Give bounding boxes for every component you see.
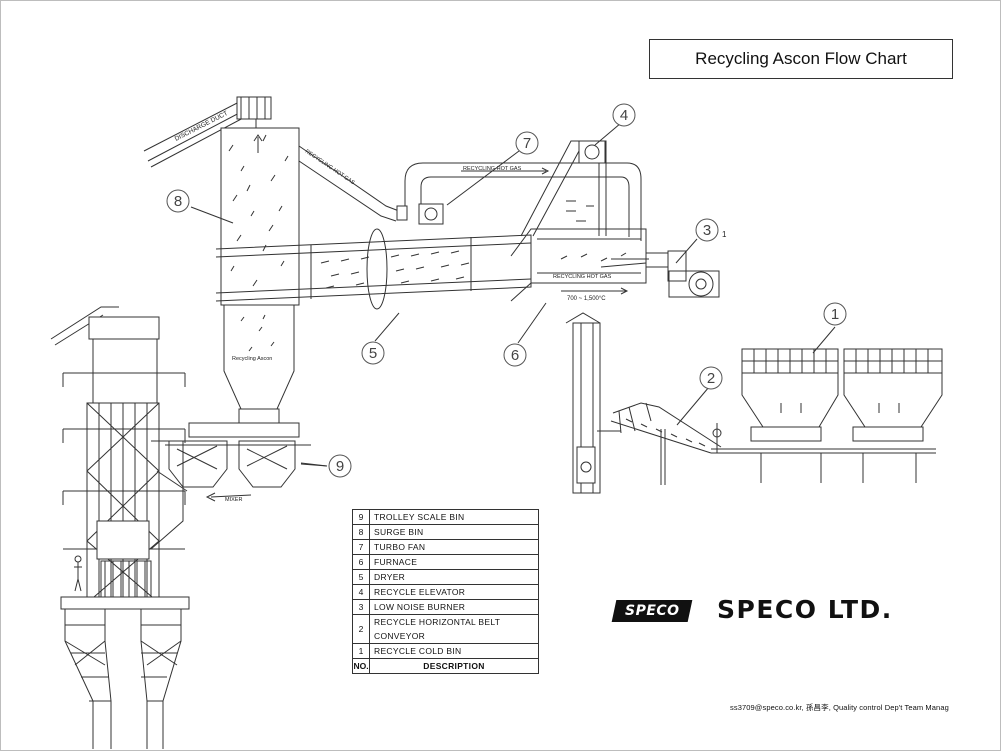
mixer-label: MIXER — [225, 497, 242, 503]
furnace: RECYCLING HOT GAS 700 ~ 1,500°C — [510, 228, 647, 302]
callout-1: 1 — [823, 302, 847, 326]
speco-logo-text: SPECO — [624, 603, 680, 619]
svg-text:6: 6 — [511, 347, 519, 364]
low-noise-burner — [600, 250, 720, 298]
contact-line: ss3709@speco.co.kr, 孫昌李, Quality control… — [730, 703, 949, 712]
callout-8: 8 — [166, 189, 190, 213]
speco-logo: SPECO — [611, 600, 693, 622]
surge-bin: Recycling Ascon — [220, 127, 300, 424]
legend-row-description: LOW NOISE BURNER — [369, 599, 539, 615]
legend-row-no: 5 — [352, 569, 370, 585]
callout-7: 7 — [515, 131, 539, 155]
legend-row-no: 8 — [352, 524, 370, 540]
recycle-belt-conveyor — [610, 402, 936, 485]
legend-header-row: NO. DESCRIPTION — [352, 658, 539, 674]
legend-row-no: 9 — [352, 509, 370, 525]
right-bucket-elevator — [565, 312, 621, 494]
svg-text:9: 9 — [336, 458, 344, 475]
recycling-hot-gas-duct: RECYCLING HOT GAS — [298, 145, 400, 222]
legend-row-description: FURNACE — [369, 554, 539, 570]
chart-title: Recycling Ascon Flow Chart — [649, 39, 953, 79]
svg-text:4: 4 — [620, 107, 628, 124]
legend-row-description: RECYCLE ELEVATOR — [369, 584, 539, 600]
legend-row-description: DRYER — [369, 569, 539, 585]
recycling-hot-gas-top-label: RECYCLING HOT GAS — [463, 166, 522, 172]
recycle-elevator — [520, 140, 607, 237]
callout-6: 6 — [503, 343, 527, 367]
legend-row-description: RECYCLE COLD BIN — [369, 643, 539, 659]
svg-text:8: 8 — [174, 193, 182, 210]
legend-header-no: NO. — [352, 658, 370, 674]
legend-row-no: 2 — [352, 614, 370, 644]
legend-row-description: SURGE BIN — [369, 524, 539, 540]
callout-leaders — [190, 122, 836, 467]
callout-2: 2 — [699, 366, 723, 390]
dryer — [215, 228, 532, 310]
tower-support-legs — [64, 609, 182, 749]
callout-3: 3 1 — [695, 218, 727, 242]
legend-row-no: 7 — [352, 539, 370, 555]
asphalt-plant-tower — [50, 306, 190, 610]
callouts: 1 2 3 1 4 5 6 7 8 — [166, 103, 847, 478]
callout-9: 9 — [328, 454, 352, 478]
legend-header-description: DESCRIPTION — [369, 658, 539, 674]
callout-4: 4 — [612, 103, 636, 127]
recycling-hot-gas-dryer-label: RECYCLING HOT GAS — [553, 274, 612, 280]
callout-5: 5 — [361, 341, 385, 365]
legend-row-description: TURBO FAN — [369, 539, 539, 555]
legend-row-description: TROLLEY SCALE BIN — [369, 509, 539, 525]
svg-text:7: 7 — [523, 135, 531, 152]
legend-row-no: 4 — [352, 584, 370, 600]
recycling-ascon-label: Recycling Ascon — [232, 356, 272, 362]
legend-row-description: RECYCLE HORIZONTAL BELT CONVEYOR — [369, 614, 539, 644]
legend-row-no: 1 — [352, 643, 370, 659]
legend-row-no: 3 — [352, 599, 370, 615]
recycle-cold-bins — [741, 348, 943, 483]
svg-text:3: 3 — [703, 222, 711, 239]
company-name: SPECO LTD. — [717, 595, 893, 624]
svg-text:1: 1 — [722, 230, 727, 239]
trolley-scale-bin: MIXER — [165, 422, 328, 503]
temperature-label: 700 ~ 1,500°C — [567, 296, 606, 302]
recycling-hot-gas-duct-label: RECYCLING HOT GAS — [304, 149, 356, 187]
svg-text:1: 1 — [831, 306, 839, 323]
svg-text:5: 5 — [369, 345, 377, 362]
svg-text:2: 2 — [707, 370, 715, 387]
legend-row-no: 6 — [352, 554, 370, 570]
turbo-fan: RECYCLING HOT GAS — [396, 162, 642, 241]
